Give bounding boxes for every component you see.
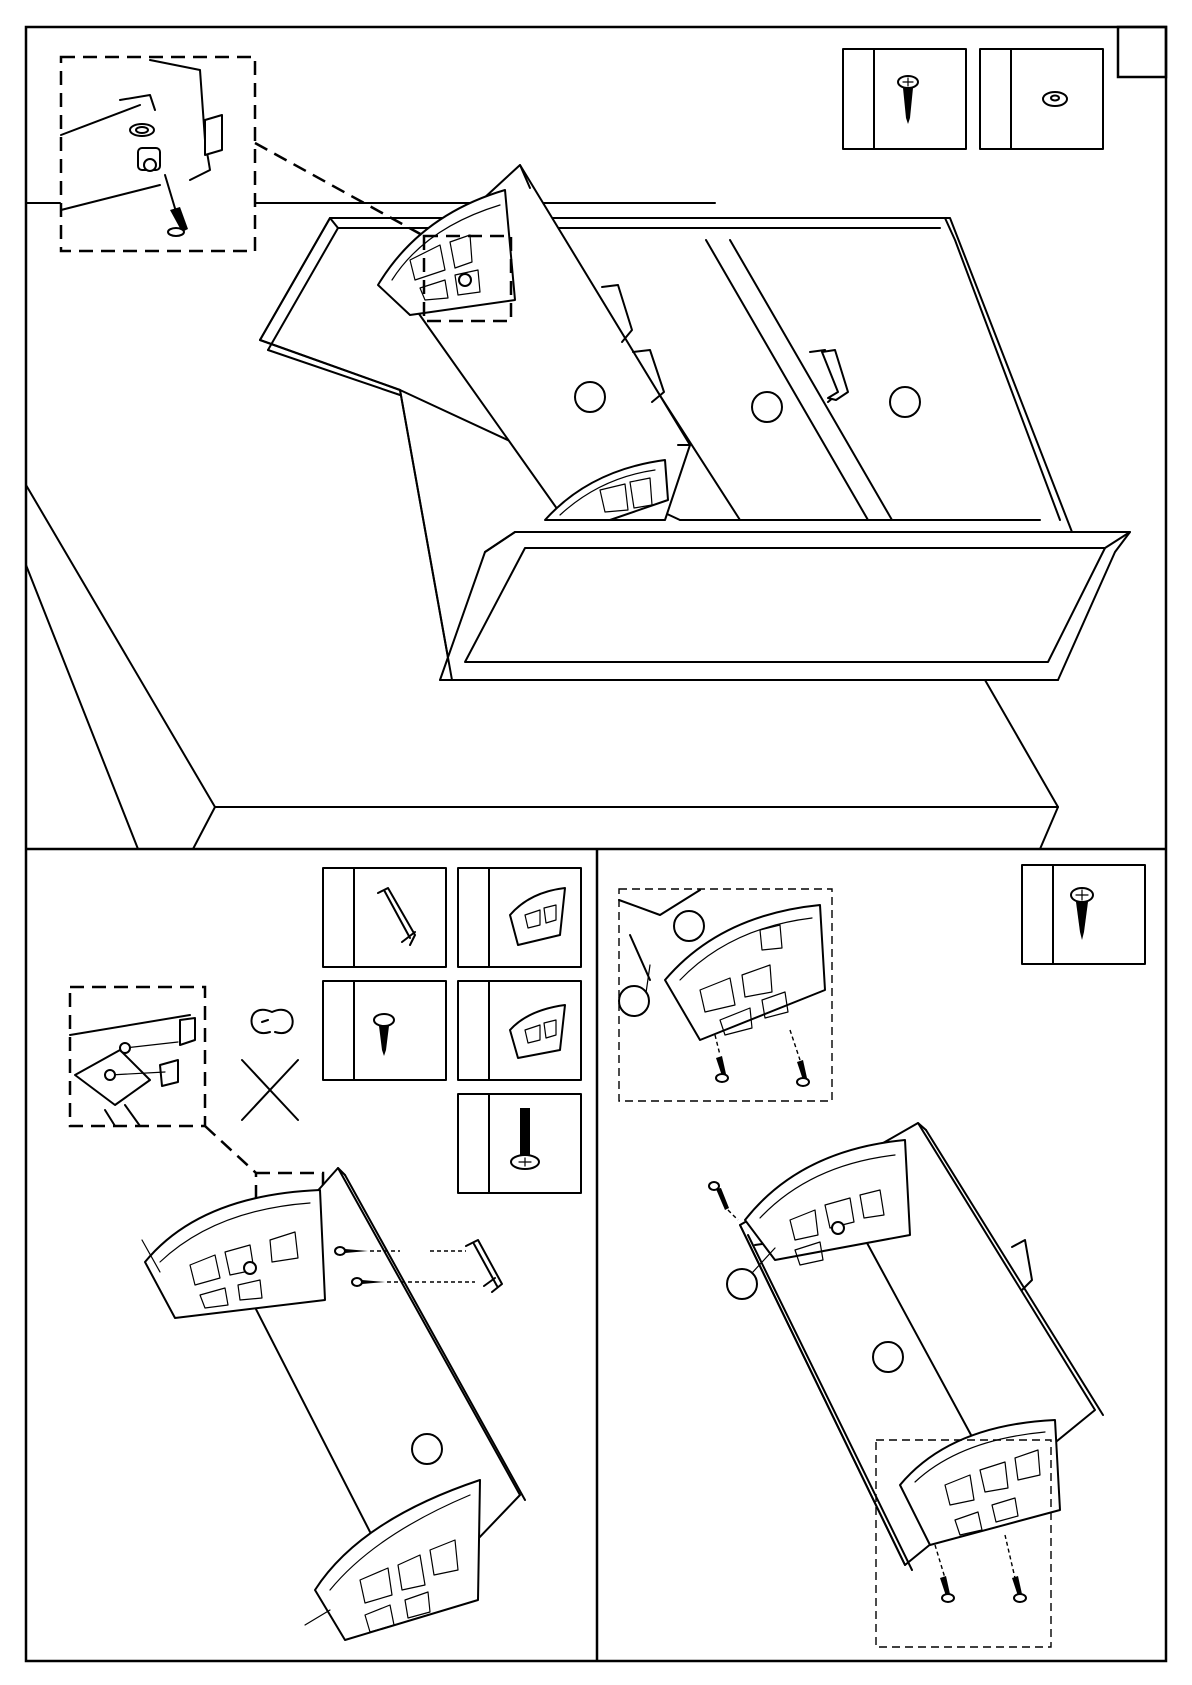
detail-zoom-content: [61, 60, 222, 236]
callout-circle: [619, 986, 649, 1016]
part-box-runner-bracket-b: [458, 981, 581, 1080]
detail-zoom-content: [619, 890, 825, 1086]
part-box-washer: [980, 49, 1103, 149]
wood-screw-icon: [1071, 888, 1093, 940]
drawer-runner-bracket-left-icon: [510, 888, 565, 945]
top-panel: [26, 49, 1130, 849]
drawer-runner-bracket-right-icon: [510, 1005, 565, 1058]
part-box-machine-bolt: [458, 1094, 581, 1193]
washer-icon: [1043, 92, 1067, 106]
part-box-handle: [323, 868, 446, 967]
wood-screw-icon: [374, 1014, 394, 1056]
wood-screw-icon: [898, 76, 918, 124]
machine-bolt-icon: [511, 1108, 539, 1169]
detail-zoom-content: [70, 1015, 195, 1126]
handle-icon: [378, 888, 415, 945]
part-box-wood-screw: [323, 981, 446, 1080]
part-box-wood-screw: [843, 49, 966, 149]
step-number-box: [1118, 27, 1166, 77]
detail-zoom-box: [70, 987, 205, 1126]
drawer-frame-assembly: [709, 1123, 1103, 1602]
bottom-right-panel: [619, 865, 1145, 1647]
drawer-side-panel: [142, 1168, 525, 1640]
incorrect-cross-icon: [242, 1060, 298, 1120]
handle: [466, 1240, 502, 1292]
callout-circle: [674, 911, 704, 941]
callout-circle: [727, 1269, 757, 1299]
part-box-wood-screw: [1022, 865, 1145, 964]
bottom-left-panel: [70, 868, 581, 1640]
correct-orientation-icon: [251, 1010, 292, 1033]
part-box-runner-bracket-a: [458, 868, 581, 967]
